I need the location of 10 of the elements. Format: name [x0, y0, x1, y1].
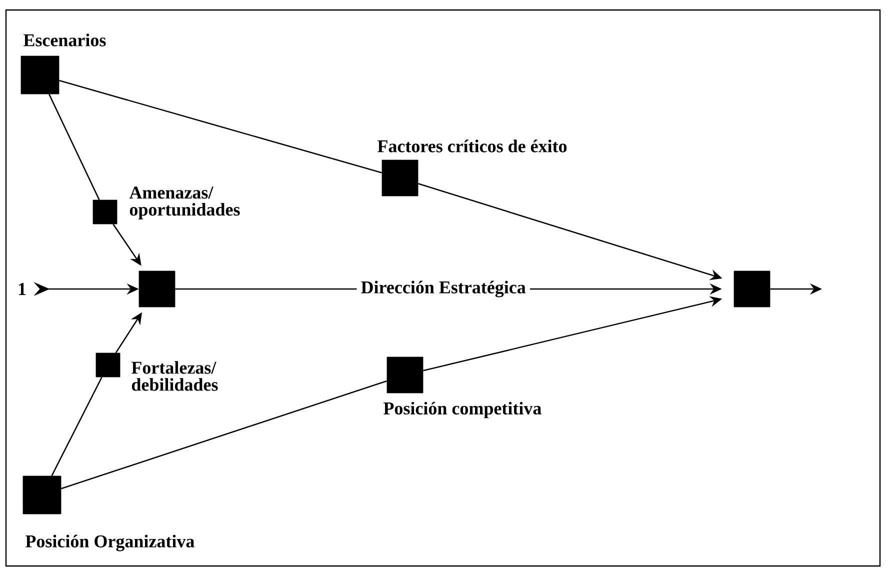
square-marker	[734, 270, 770, 308]
edge-label: Dirección Estratégica	[356, 276, 530, 302]
node-label: Posición competitiva	[384, 402, 542, 418]
node-label: Escenarios	[24, 34, 106, 46]
square-marker	[138, 270, 176, 308]
node-label: Posición Organizativa	[26, 534, 194, 552]
number-label: 1	[18, 283, 26, 295]
node-label: Amenazas/ oportunidades	[129, 186, 240, 220]
node-label: Factores críticos de éxito	[378, 140, 567, 152]
node-label: Fortalezas/ debilidades	[132, 361, 218, 391]
